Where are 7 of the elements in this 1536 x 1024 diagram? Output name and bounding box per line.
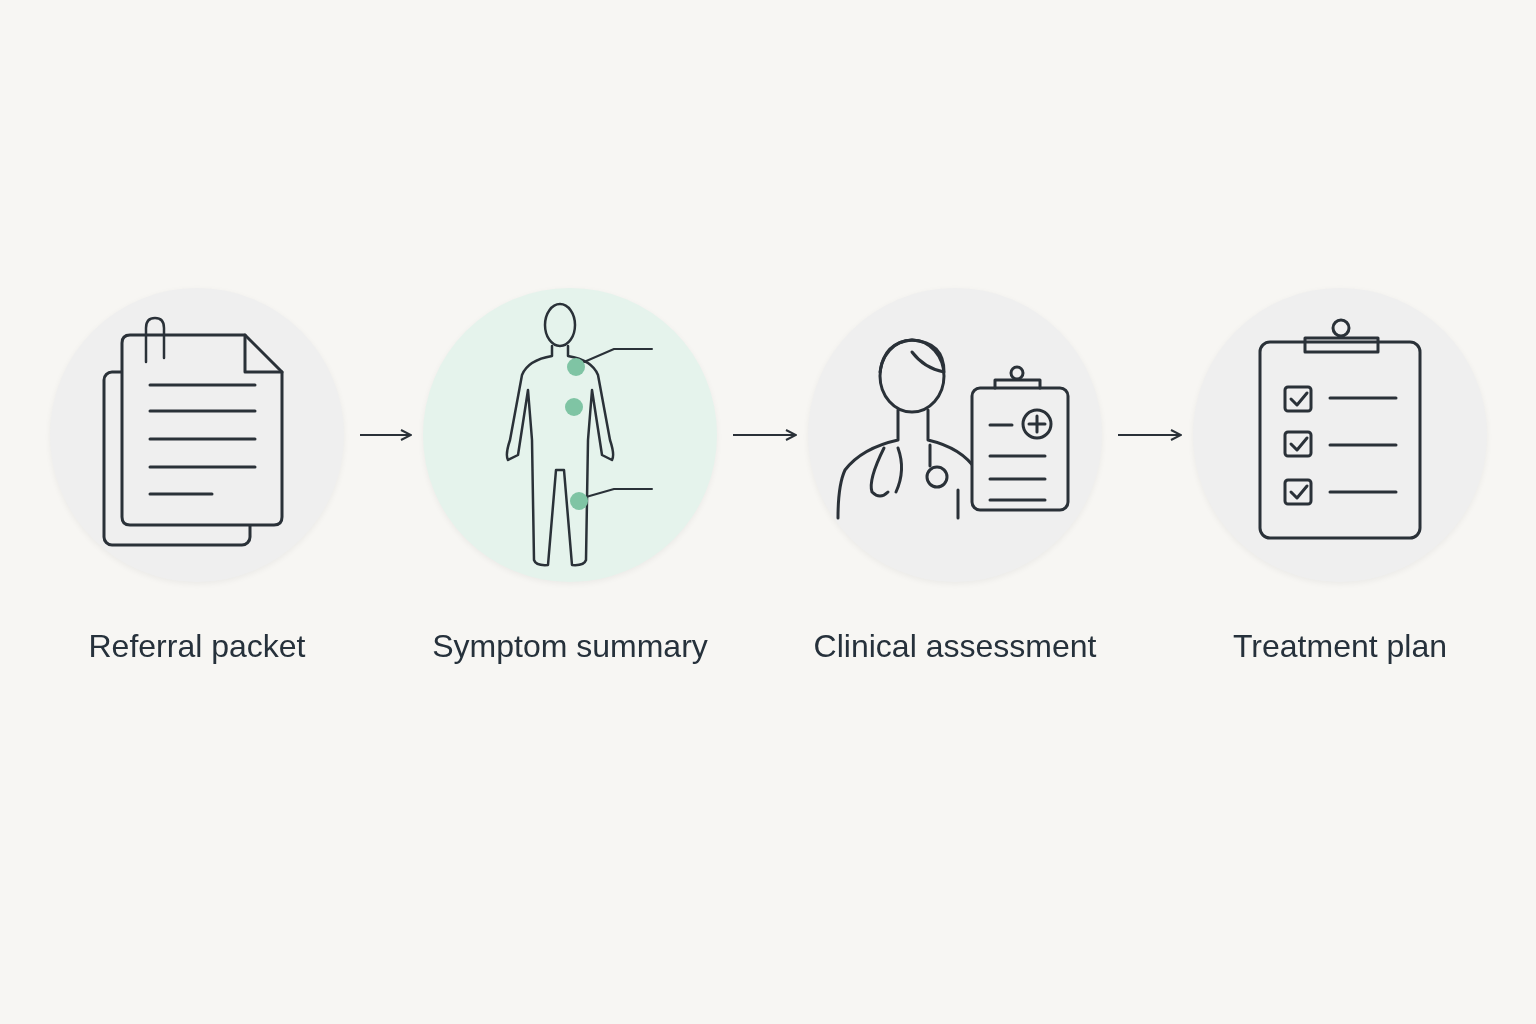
step-label: Clinical assessment	[812, 628, 1098, 665]
step-label: Symptom summary	[431, 628, 709, 665]
step-label: Treatment plan	[1232, 628, 1448, 665]
step-label: Referral packet	[87, 628, 307, 665]
arrow	[732, 429, 797, 441]
arrow	[1117, 429, 1182, 441]
arrow	[359, 429, 412, 441]
